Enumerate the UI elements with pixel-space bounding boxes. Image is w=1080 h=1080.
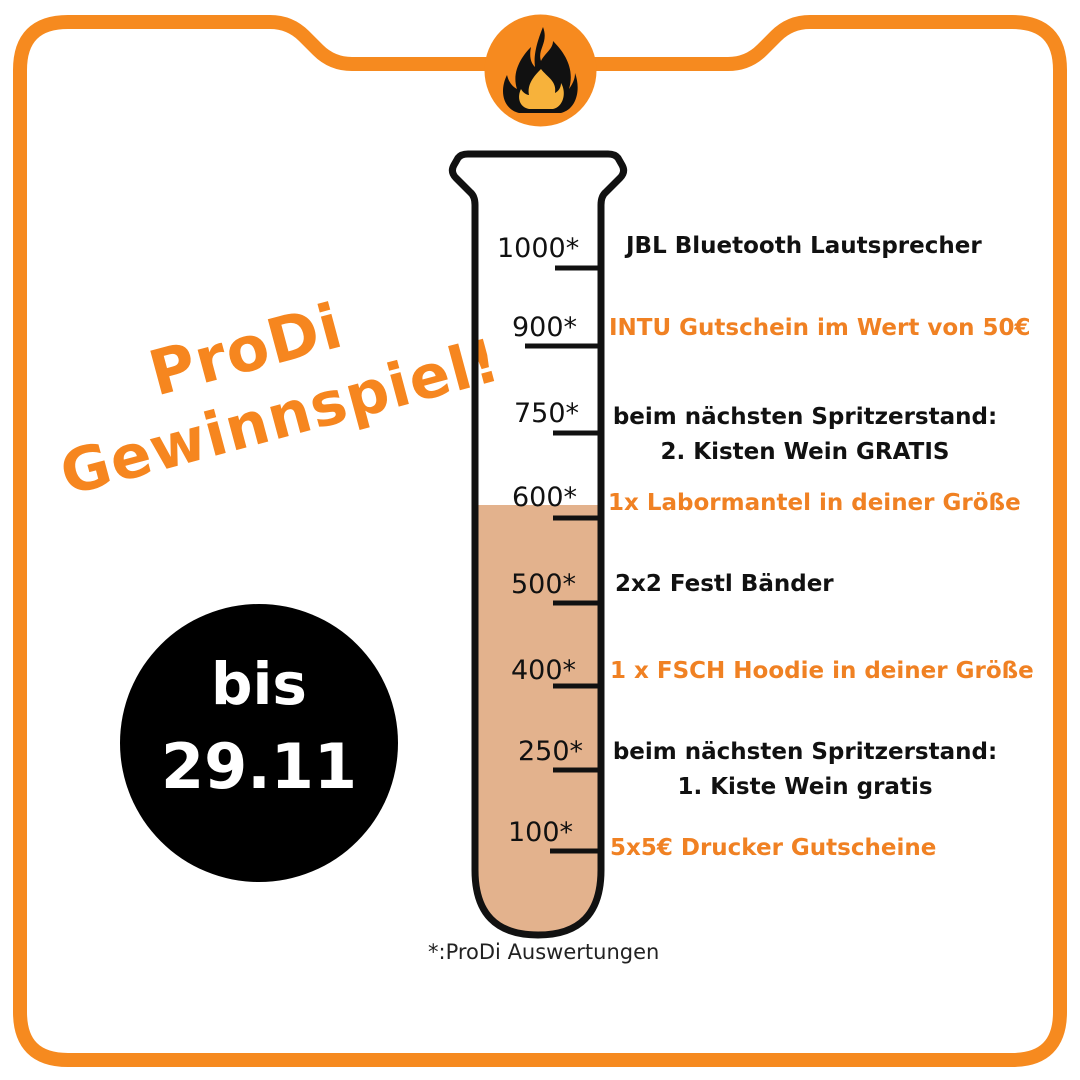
prize-line: beim nächsten Spritzerstand: [612, 404, 998, 430]
prize-label: 2x2 Festl Bänder [615, 571, 834, 597]
prize-label-multiline: beim nächsten Spritzerstand: 2. Kisten W… [600, 400, 1010, 470]
prize-line: 1. Kiste Wein gratis [677, 774, 933, 800]
level-value: 100* [508, 817, 574, 848]
deadline-date: 29.11 [160, 730, 358, 803]
prize-label: 1x Labormantel in deiner Größe [608, 490, 1021, 516]
prize-label: INTU Gutschein im Wert von 50€ [609, 315, 1031, 341]
level-value: 750* [514, 398, 580, 429]
tick-marks [525, 265, 600, 854]
flame-icon [484, 14, 597, 127]
prize-line: 2. Kisten Wein GRATIS [660, 439, 950, 465]
prize-line: beim nächsten Spritzerstand: [612, 739, 998, 765]
deadline-prefix: bis [211, 650, 307, 718]
level-value: 1000* [497, 233, 580, 264]
tube-outline [448, 150, 628, 939]
level-value: 900* [512, 312, 578, 343]
level-value: 250* [518, 736, 584, 767]
level-value: 600* [512, 482, 578, 513]
footnote: *:ProDi Auswertungen [428, 940, 660, 964]
prize-label-multiline: beim nächsten Spritzerstand: 1. Kiste We… [600, 735, 1010, 805]
level-value: 500* [511, 569, 577, 600]
level-value: 400* [511, 655, 577, 686]
liquid-fill [475, 505, 601, 935]
prize-label: 1 x FSCH Hoodie in deiner Größe [610, 658, 1034, 684]
prize-label: JBL Bluetooth Lautsprecher [626, 233, 982, 259]
deadline-badge: bis 29.11 [120, 604, 398, 882]
prize-label: 5x5€ Drucker Gutscheine [610, 835, 937, 861]
